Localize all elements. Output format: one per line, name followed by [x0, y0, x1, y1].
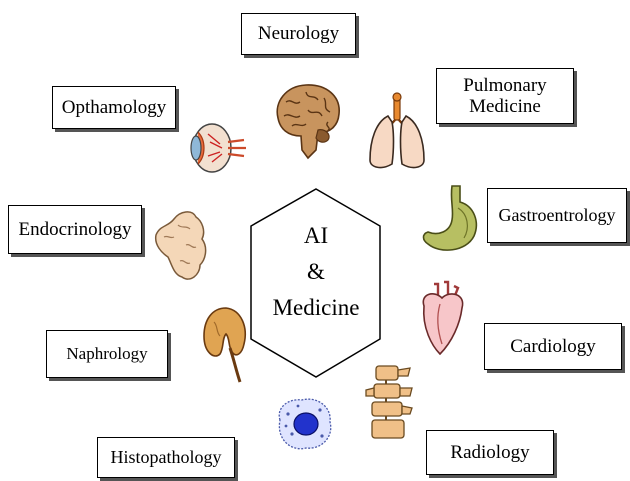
neurology-label: Neurology	[241, 13, 356, 55]
eye-icon	[188, 112, 248, 184]
radiology-text: Radiology	[450, 442, 529, 463]
medicine-text: Medicine	[469, 96, 541, 117]
center-title-medicine: Medicine	[248, 295, 384, 321]
radiology-label: Radiology	[426, 430, 554, 475]
neurology-text: Neurology	[258, 23, 339, 44]
stomach-icon	[418, 182, 484, 256]
histopathology-label: Histopathology	[97, 437, 235, 478]
opthamology-label: Opthamology	[52, 86, 176, 129]
pancreas-icon	[150, 205, 210, 285]
gastroentrology-text: Gastroentrology	[499, 205, 616, 225]
endocrinology-label: Endocrinology	[8, 205, 142, 254]
histopathology-text: Histopathology	[111, 447, 222, 467]
spine-icon	[362, 362, 414, 444]
pulmonary-medicine-label: Pulmonary Medicine	[436, 68, 574, 124]
cardiology-text: Cardiology	[510, 336, 596, 357]
heart-icon	[414, 278, 470, 358]
brain-icon	[272, 80, 344, 162]
naphrology-label: Naphrology	[46, 330, 168, 378]
center-title-ai: AI	[248, 223, 384, 249]
opthamology-text: Opthamology	[62, 97, 167, 118]
kidney-icon	[200, 304, 252, 384]
cardiology-label: Cardiology	[484, 323, 622, 370]
pulmonary-text: Pulmonary	[463, 75, 546, 96]
gastroentrology-label: Gastroentrology	[487, 188, 627, 243]
naphrology-text: Naphrology	[66, 344, 147, 363]
cell-icon	[272, 394, 336, 454]
center-title-ampersand: &	[248, 259, 384, 285]
endocrinology-text: Endocrinology	[19, 219, 132, 240]
lungs-icon	[366, 92, 428, 172]
